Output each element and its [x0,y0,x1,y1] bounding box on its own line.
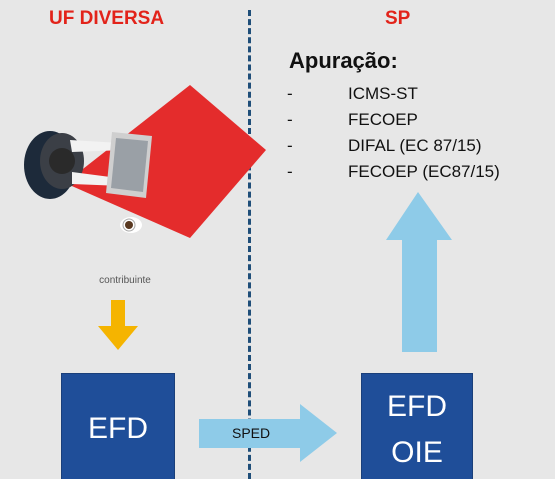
efd-oie-line1: EFD [387,390,447,423]
apuracao-item: - FECOEP [287,110,555,136]
apuracao-item: - ICMS-ST [287,84,555,110]
coffee-cup-icon [120,217,142,233]
efd-oie-box: EFD OIE [362,374,472,479]
up-arrow-light-blue [386,192,452,352]
person-at-laptop-icon [24,85,266,238]
list-dash: - [287,162,293,181]
list-dash: - [287,110,293,129]
list-dash: - [287,136,293,155]
apuracao-list: - ICMS-ST - FECOEP - DIFAL (EC 87/15) - … [287,84,555,188]
efd-box: EFD [62,374,174,479]
efd-oie-line2: OIE [391,436,443,469]
apuracao-item-label: FECOEP [348,110,418,129]
sped-label: SPED [232,425,271,441]
state-divider-line [248,10,251,479]
header-uf-diversa: UF DIVERSA [49,8,165,29]
apuracao-item-label: FECOEP (EC87/15) [348,162,500,181]
sped-arrow [199,404,337,462]
contribuinte-label: contribuinte [99,275,151,286]
list-dash: - [287,84,293,103]
apuracao-title: Apuração: [289,48,398,73]
apuracao-item-label: DIFAL (EC 87/15) [348,136,482,155]
header-sp: SP [385,8,411,29]
down-arrow-orange [98,300,138,350]
apuracao-item-label: ICMS-ST [348,84,418,103]
apuracao-item: - FECOEP (EC87/15) [287,162,555,188]
efd-label: EFD [88,412,148,445]
apuracao-item: - DIFAL (EC 87/15) [287,136,555,162]
